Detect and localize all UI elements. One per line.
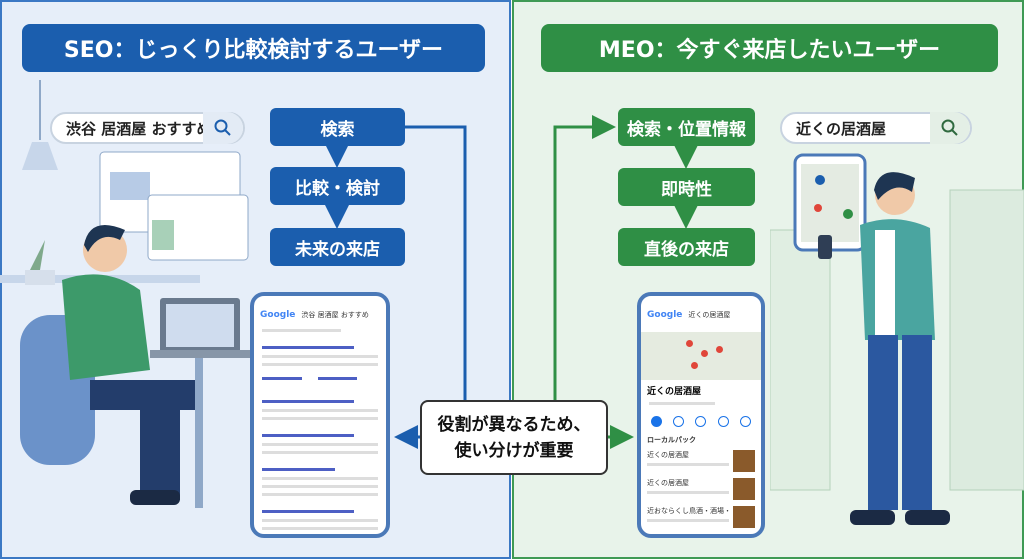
local-pack-label: ローカルパック <box>647 436 696 444</box>
meo-flow-search-location: 検索・位置情報 <box>618 108 755 146</box>
local-result[interactable]: 近くの居酒屋 <box>641 475 761 503</box>
meo-search-text: 近くの居酒屋 <box>796 119 887 138</box>
seo-phone: Google 渋谷 居酒屋 おすすめ <box>250 292 390 538</box>
meo-flow-immediate-visit: 直後の来店 <box>618 228 755 266</box>
search-icon <box>203 112 243 144</box>
map[interactable] <box>641 332 761 380</box>
result-name: 近くの居酒屋 <box>647 451 689 459</box>
seo-flow-search: 検索 <box>270 108 405 146</box>
action-buttons <box>641 410 761 433</box>
website-icon[interactable] <box>695 416 707 427</box>
directions-icon[interactable] <box>650 416 662 427</box>
place-title: 近くの居酒屋 <box>647 387 702 397</box>
seo-title: SEO：じっくり比較検討するユーザー <box>22 24 485 72</box>
seo-flow-future-visit: 未来の来店 <box>270 228 405 266</box>
meo-phone: Google 近くの居酒屋 近くの居酒屋 ローカルパック 近くの居酒屋 近くの居… <box>637 292 765 538</box>
save-icon[interactable] <box>717 416 729 427</box>
center-message: 役割が異なるため、 使い分けが重要 <box>420 400 608 475</box>
local-result[interactable]: 近くの居酒屋 <box>641 447 761 475</box>
meo-search-box: 近くの居酒屋 <box>780 112 972 144</box>
meo-title: MEO：今すぐ来店したいユーザー <box>541 24 998 72</box>
local-result[interactable]: 近おならくし鳥酒・酒場・居酒屋 <box>641 503 761 531</box>
center-message-line2: 使い分けが重要 <box>454 440 574 461</box>
seo-phone-query: 渋谷 居酒屋 おすすめ <box>301 311 369 319</box>
center-message-line1: 役割が異なるため、 <box>437 414 591 435</box>
seo-user-illustration <box>0 80 250 508</box>
search-icon <box>930 112 970 144</box>
meo-flow-immediacy: 即時性 <box>618 168 755 206</box>
share-icon[interactable] <box>740 416 752 427</box>
seo-search-box: 渋谷 居酒屋 おすすめ <box>50 112 245 144</box>
meo-phone-query: 近くの居酒屋 <box>688 311 731 319</box>
seo-search-text: 渋谷 居酒屋 おすすめ <box>66 119 212 138</box>
google-logo: Google <box>260 310 296 320</box>
result-name: 近くの居酒屋 <box>647 479 689 487</box>
google-logo: Google <box>647 310 683 320</box>
call-icon[interactable] <box>673 416 685 427</box>
meo-user-illustration <box>770 153 1024 525</box>
seo-flow-compare: 比較・検討 <box>270 167 405 205</box>
result-name: 近おならくし鳥酒・酒場・居酒屋 <box>647 507 729 515</box>
